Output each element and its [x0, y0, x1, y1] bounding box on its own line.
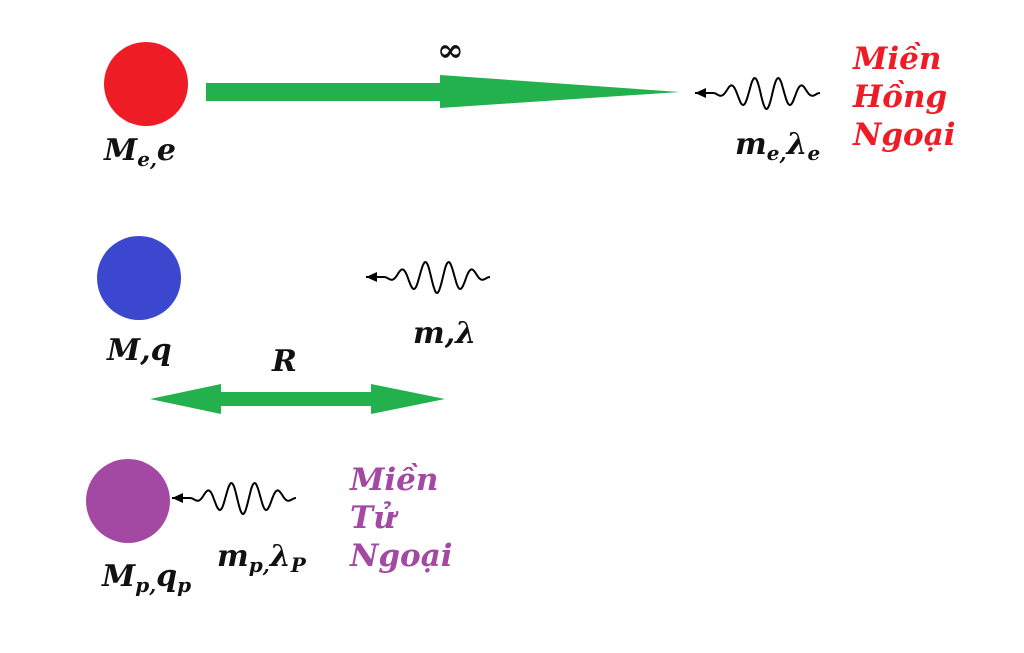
infrared-line-1: Miền: [853, 41, 942, 77]
wave-arrowhead: [366, 272, 377, 282]
ultraviolet-line-2: Tử: [350, 500, 396, 536]
neutral-body-label: M,q: [107, 333, 172, 368]
infrared-line-2: Hồng: [853, 79, 948, 115]
ultraviolet-region-label: Miền Tử Ngoại: [350, 461, 453, 575]
distance-double-arrow: [150, 384, 445, 414]
electron-wave-label: me,λe: [735, 127, 821, 165]
proton-label: Mp,qp: [102, 559, 192, 597]
infrared-region-label: Miền Hồng Ngoại: [853, 40, 956, 154]
wave-arrowhead: [172, 493, 183, 503]
wave-arrowhead: [695, 88, 706, 98]
ultraviolet-line-1: Miền: [350, 462, 439, 498]
electron-label: Me,e: [104, 133, 176, 171]
ultraviolet-line-3: Ngoại: [350, 538, 453, 574]
distance-label: R: [272, 344, 297, 379]
photon-wave-middle: [366, 261, 491, 295]
wave-line: [172, 482, 297, 516]
neutral-wave-label: m,λ: [413, 316, 477, 351]
infinity-arrow: [206, 75, 680, 108]
photon-wave-top: [695, 77, 821, 111]
infinity-symbol: ∞: [437, 31, 464, 69]
electron-circle: [104, 42, 188, 126]
wave-line: [366, 261, 491, 295]
proton-circle: [86, 459, 170, 543]
photon-wave-bottom: [172, 482, 297, 516]
proton-wave-label: mp,λP: [217, 539, 306, 577]
neutral-body-circle: [97, 236, 181, 320]
infrared-line-3: Ngoại: [853, 117, 956, 153]
wave-line: [695, 77, 821, 111]
